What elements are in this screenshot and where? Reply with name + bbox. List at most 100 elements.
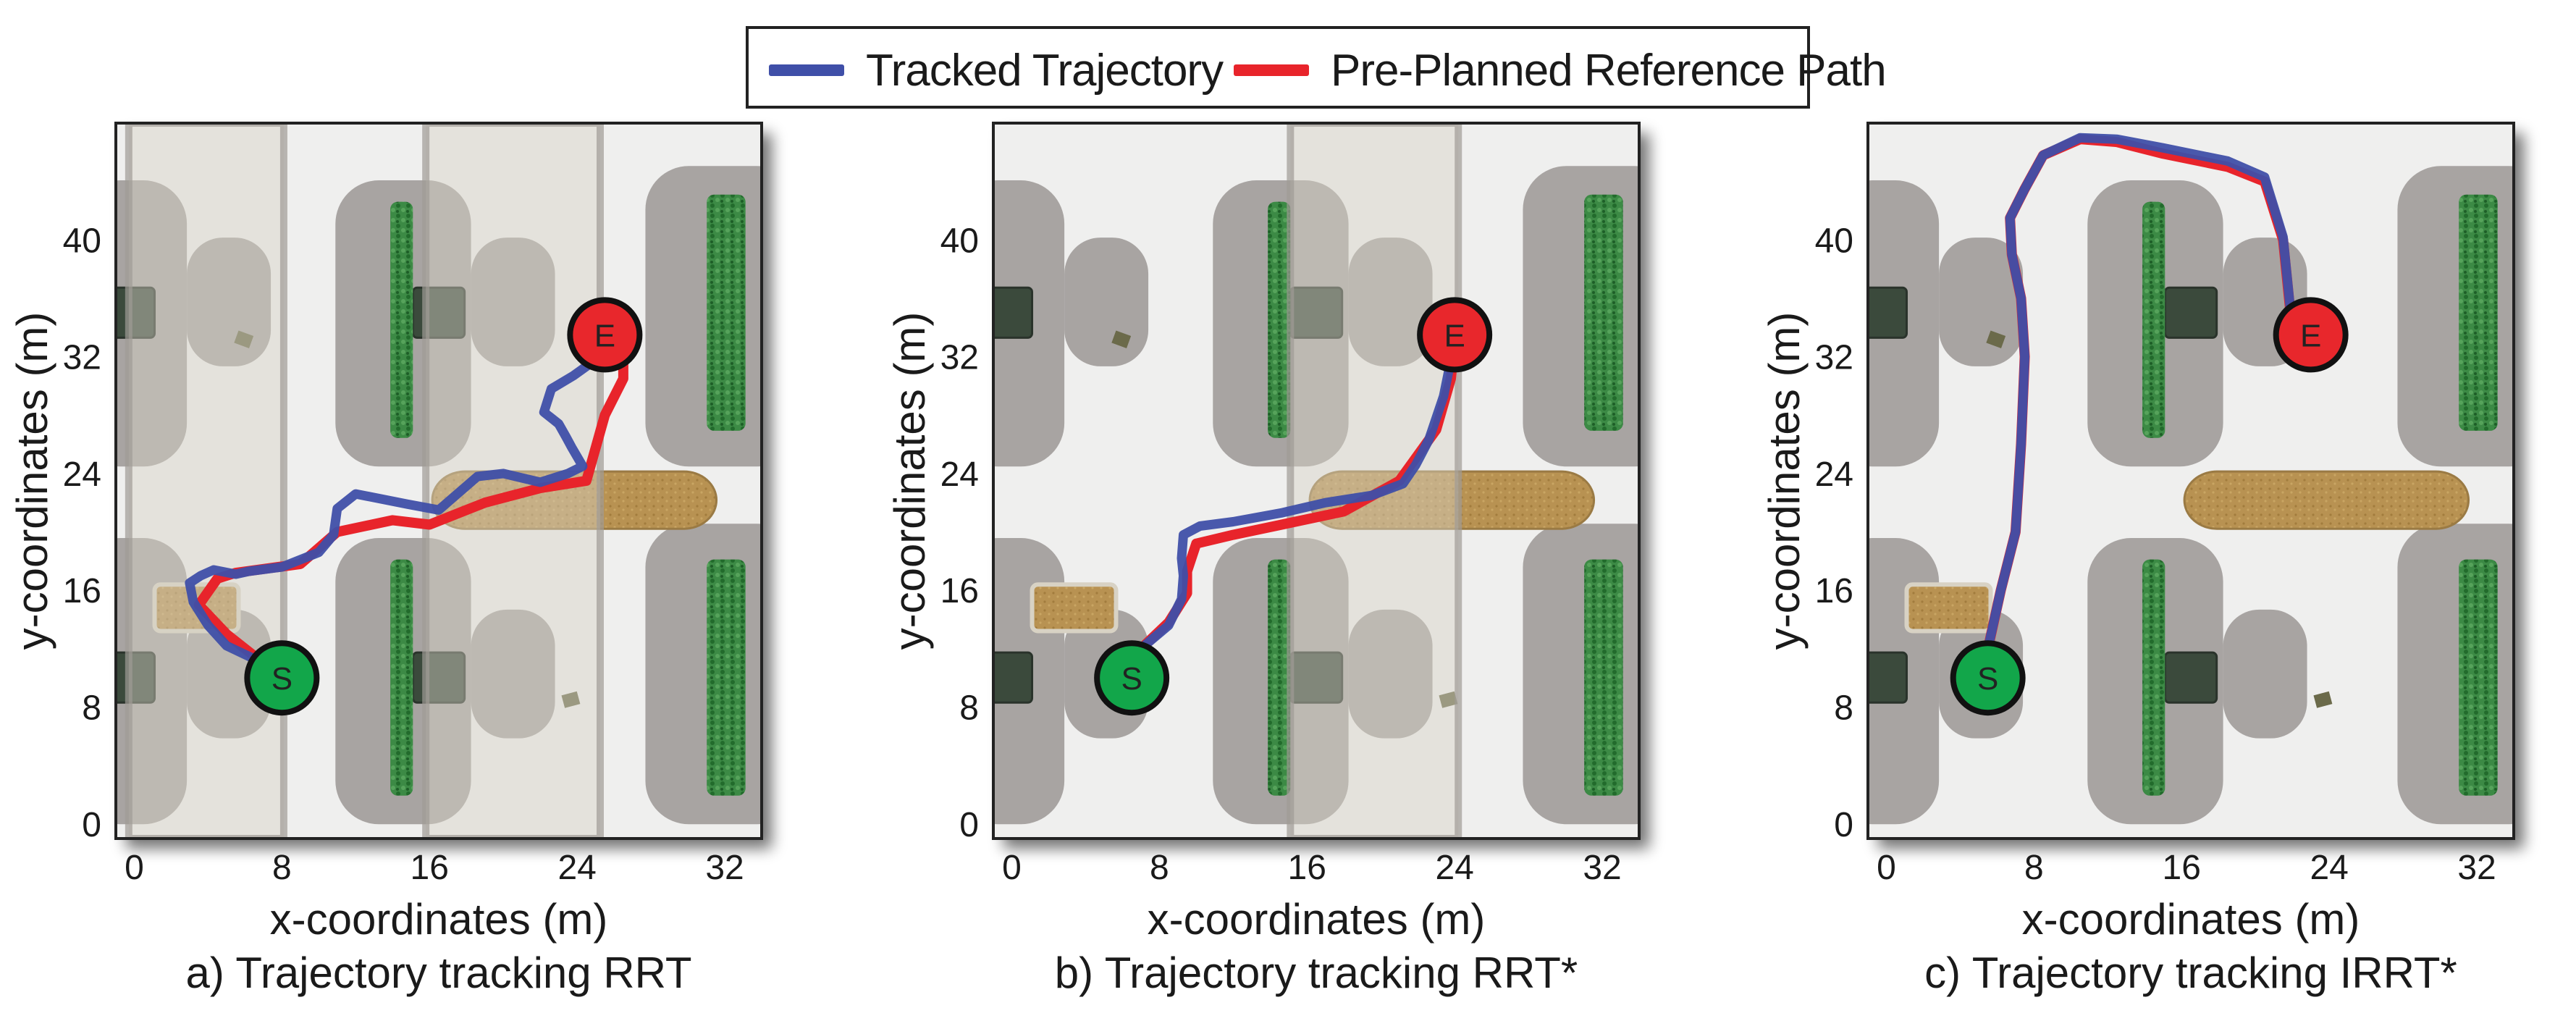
debris	[1986, 330, 2006, 348]
x-tick-label: 0	[125, 849, 144, 887]
map-scene: SE	[1868, 133, 2514, 825]
building-porch	[471, 238, 555, 366]
plot-frame	[992, 122, 1641, 840]
x-tick-label: 32	[705, 849, 744, 887]
x-tick-label: 32	[2457, 849, 2496, 887]
y-tick-label: 32	[1815, 339, 1853, 377]
end-marker-label: E	[2300, 318, 2321, 353]
debris	[1439, 691, 1458, 708]
x-tick-label: 0	[1877, 849, 1896, 887]
y-axis-label: y-coordinates (m)	[1760, 312, 1809, 650]
start-marker-circle	[244, 640, 320, 716]
reference-path	[193, 329, 628, 668]
plot-frame	[1866, 122, 2515, 840]
end-marker: E	[2273, 297, 2349, 373]
x-axis-label: x-coordinates (m)	[2022, 895, 2360, 944]
y-axis-label: y-coordinates (m)	[8, 312, 56, 650]
start-marker-label: S	[1121, 661, 1142, 697]
container-box	[993, 651, 1034, 704]
container-box	[2163, 651, 2218, 704]
y-tick-label: 24	[940, 455, 979, 494]
debris	[561, 691, 581, 708]
y-axis-label: y-coordinates (m)	[885, 312, 934, 650]
x-axis-label: x-coordinates (m)	[1148, 895, 1486, 944]
building-porch	[1348, 238, 1433, 366]
building-porch	[187, 609, 272, 739]
debris	[1111, 330, 1132, 348]
building-porch	[1939, 238, 2024, 366]
end-marker-label: E	[1444, 318, 1465, 353]
dirt-patch	[1030, 582, 1119, 634]
legend-label-reference: Pre-Planned Reference Path	[1331, 45, 1887, 96]
debris	[2313, 691, 2333, 708]
x-tick-label: 16	[1288, 849, 1326, 887]
tree-row	[707, 194, 746, 431]
legend-label-tracked: Tracked Trajectory	[866, 45, 1224, 96]
panel-title: b) Trajectory tracking RRT*	[1055, 949, 1578, 997]
legend-item-reference: Pre-Planned Reference Path	[1234, 45, 1887, 96]
map-scene: SE	[993, 123, 1639, 839]
dirt-road	[2183, 470, 2470, 530]
tree-row	[1584, 194, 1623, 431]
plot-frame	[114, 122, 763, 840]
end-marker: E	[1417, 297, 1493, 373]
x-tick-label: 24	[2310, 849, 2348, 887]
x-tick-label: 8	[2024, 849, 2044, 887]
building-porch	[2223, 609, 2307, 739]
tree-row	[390, 201, 413, 438]
y-tick-label: 32	[63, 339, 101, 377]
container-box	[2163, 286, 2218, 339]
x-tick-label: 0	[1002, 849, 1022, 887]
building-porch	[1064, 238, 1149, 366]
y-tick-label: 8	[959, 689, 979, 728]
legend: Tracked Trajectory Pre-Planned Reference…	[746, 26, 1887, 109]
panel-title: a) Trajectory tracking RRT	[185, 949, 691, 997]
start-marker-circle	[1950, 640, 2026, 716]
end-marker-circle	[2273, 297, 2349, 373]
end-marker-circle	[1417, 297, 1493, 373]
start-marker-label: S	[1977, 661, 1998, 697]
building-porch	[1348, 609, 1433, 739]
map-scene: SE	[116, 123, 762, 839]
legend-swatch-reference	[1234, 64, 1309, 76]
tree-row	[1268, 559, 1291, 796]
x-axis-label: x-coordinates (m)	[270, 895, 608, 944]
legend-item-tracked: Tracked Trajectory	[769, 45, 1224, 96]
tree-row	[390, 559, 413, 796]
tracked-path	[1983, 133, 2296, 654]
y-tick-label: 0	[1834, 806, 1853, 844]
y-tick-label: 32	[940, 339, 979, 377]
container-box	[1868, 286, 1908, 339]
building-porch	[471, 609, 555, 739]
coverage-band	[125, 123, 287, 839]
y-tick-label: 24	[63, 455, 101, 494]
tree-row	[1584, 559, 1623, 796]
x-tick-label: 8	[272, 849, 292, 887]
start-marker-circle	[1094, 640, 1170, 716]
coverage-band	[1287, 123, 1462, 839]
tree-row	[2459, 559, 2498, 796]
y-tick-label: 16	[940, 572, 979, 610]
x-tick-label: 16	[2163, 849, 2201, 887]
start-marker-label: S	[272, 661, 292, 697]
x-tick-label: 16	[411, 849, 449, 887]
y-tick-label: 40	[940, 222, 979, 260]
end-marker-label: E	[594, 318, 615, 353]
panel-title: c) Trajectory tracking IRRT*	[1924, 949, 2457, 997]
end-marker: E	[567, 297, 643, 373]
x-tick-label: 32	[1583, 849, 1621, 887]
building-porch	[187, 238, 272, 366]
tree-row	[2142, 201, 2165, 438]
debris	[234, 330, 254, 348]
tree-row	[1268, 201, 1291, 438]
x-tick-label: 24	[1435, 849, 1473, 887]
x-tick-label: 24	[557, 849, 596, 887]
tracked-path	[185, 337, 605, 668]
y-tick-label: 40	[1815, 222, 1853, 260]
tree-row	[2459, 194, 2498, 431]
tree-row	[2142, 559, 2165, 796]
y-tick-label: 16	[1815, 572, 1853, 610]
